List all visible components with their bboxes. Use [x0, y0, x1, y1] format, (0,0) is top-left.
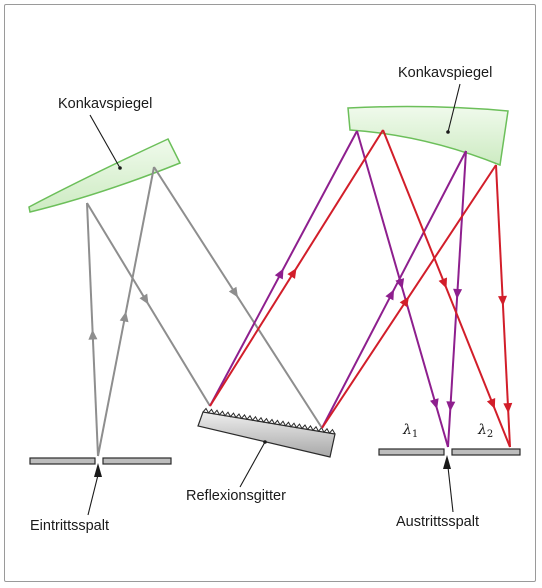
ray-l2-down-b-end-arrowhead [503, 402, 513, 414]
pointer-lines [87, 83, 461, 516]
pointer-dot-grating [263, 440, 267, 444]
pointer-arrow-icon [443, 455, 451, 469]
pointer-line-grating [239, 441, 266, 488]
label-mirror-left: Konkavspiegel [58, 96, 152, 112]
pointer-dot-mirror-right [446, 130, 450, 134]
ray-l1-down-a-end-arrowhead [430, 398, 439, 410]
ray-l1-down-a-arrowhead [395, 278, 405, 289]
pointer-arrow-icon [94, 463, 102, 477]
ray-collimated-b-arrowhead [228, 286, 238, 298]
ray-l1-up-a-arrowhead [274, 268, 284, 280]
ray-collimated-a-arrowhead [139, 293, 149, 305]
ray-in-b-arrowhead [119, 311, 129, 323]
label-entrance-slit: Eintrittsspalt [30, 518, 109, 534]
entrance-slit [29, 457, 172, 465]
label-mirror-right: Konkavspiegel [398, 65, 492, 81]
ray-l1-down-b-end-arrowhead [446, 401, 456, 412]
concave-mirror-right [347, 105, 509, 167]
pointer-line-entrance [87, 474, 99, 516]
concave-mirror-left [28, 138, 182, 213]
ray-l2-down-a-end-arrowhead [486, 398, 496, 409]
ray-l2-down-b-arrowhead [498, 295, 507, 306]
ray-l2-up-b-arrowhead [399, 296, 409, 308]
pointer-dot-mirror-left [118, 166, 122, 170]
ray-l1-down-b-arrowhead [453, 288, 463, 299]
pointer-line-mirror-right [447, 83, 461, 133]
ray-l2-down-a-arrowhead [438, 277, 447, 289]
ray-l2-up-a-arrowhead [287, 268, 297, 279]
label-grating: Reflexionsgitter [186, 488, 286, 504]
ray-l1-up-b-arrowhead [385, 289, 394, 301]
ray-in-a-arrowhead [88, 329, 98, 340]
pointer-line-exit [447, 466, 454, 513]
label-lambda-1: λ1 [402, 422, 418, 440]
label-exit-slit: Austrittsspalt [396, 514, 479, 530]
label-lambda-2: λ2 [477, 422, 493, 440]
pointer-line-mirror-left [89, 114, 121, 169]
reflection-grating [197, 407, 336, 458]
light-rays [86, 129, 513, 457]
exit-slit [378, 448, 521, 456]
